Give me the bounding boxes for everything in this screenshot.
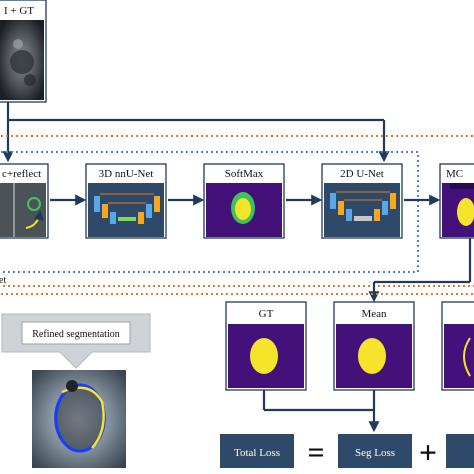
softmax-title: SoftMax [225, 168, 264, 180]
nnunet-panel: 3D nnU-Net [85, 163, 167, 239]
unet2d-network-diagram [324, 183, 400, 237]
nnunet-title: 3D nnU-Net [99, 168, 154, 180]
input-connectors [2, 102, 390, 163]
seg-loss-box: Seg Loss [338, 434, 412, 468]
blue-dotted-frame [0, 151, 419, 273]
left-caption: et [0, 275, 6, 286]
input-title: I + GT [4, 5, 34, 17]
variance-panel [441, 301, 474, 391]
augment-image [0, 183, 46, 237]
mean-title: Mean [361, 308, 387, 320]
plus-icon: + [419, 434, 437, 470]
mc-title: MC [446, 168, 463, 180]
orange-dotted-frame [0, 135, 474, 287]
input-panel: I + GT [0, 0, 47, 103]
unet2d-title: 2D U-Net [340, 168, 384, 180]
uncertainty-loss-box [446, 434, 474, 468]
refined-title: Refined segmentation [32, 329, 119, 340]
augment-title: c+reflect [2, 168, 41, 180]
mc-panel: MC [439, 163, 474, 239]
mean-panel: Mean [333, 301, 415, 391]
augment-panel: c+reflect [0, 163, 49, 239]
total-loss-label: Total Loss [234, 447, 280, 459]
variance-map-image [444, 324, 474, 388]
gt-title: GT [259, 308, 274, 320]
unet2d-panel: 2D U-Net [321, 163, 403, 239]
softmax-panel: SoftMax [203, 163, 285, 239]
seg-loss-label: Seg Loss [355, 447, 395, 459]
refined-segmentation-callout: Refined segmentation [1, 313, 151, 369]
equals-icon: = [307, 436, 324, 469]
refined-segmentation-image [32, 370, 126, 468]
gt-panel: GT [225, 301, 307, 391]
total-loss-box: Total Loss [220, 434, 294, 468]
